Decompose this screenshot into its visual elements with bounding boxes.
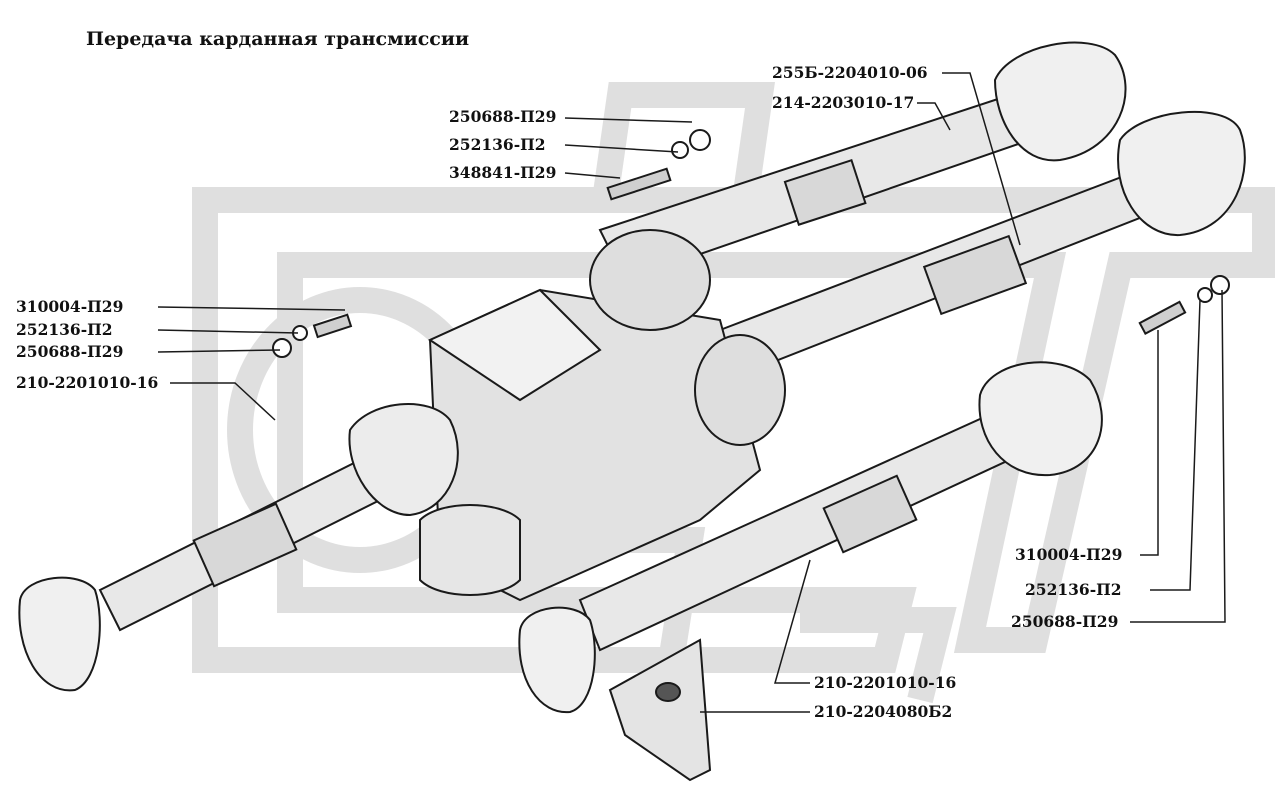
callout-top-shaft-rear: 255Б-2204010-06: [772, 63, 928, 82]
callout-left-shaft: 210-2201010-16: [16, 373, 159, 392]
callout-left-nut: 250688-П29: [16, 342, 124, 361]
callout-top-stud: 348841-П29: [449, 163, 557, 182]
callout-right-washer: 252136-П2: [1025, 580, 1122, 599]
leader-lines: [157, 72, 1226, 713]
callout-left-bolt: 310004-П29: [16, 297, 124, 316]
page-title: Передача карданная трансмиссии: [86, 28, 470, 50]
callout-top-shaft-front: 214-2203010-17: [772, 93, 915, 112]
callout-bottom-support: 210-2204080Б2: [814, 702, 953, 721]
callout-bottom-shaft: 210-2201010-16: [814, 673, 957, 692]
callout-right-nut: 250688-П29: [1011, 612, 1119, 631]
watermark-logo: [192, 82, 1275, 704]
gearbox-assembly: [18, 41, 1246, 782]
callout-right-bolt: 310004-П29: [1015, 545, 1123, 564]
callout-top-washer: 252136-П2: [449, 135, 546, 154]
callout-left-washer: 252136-П2: [16, 320, 113, 339]
callout-top-nut: 250688-П29: [449, 107, 557, 126]
